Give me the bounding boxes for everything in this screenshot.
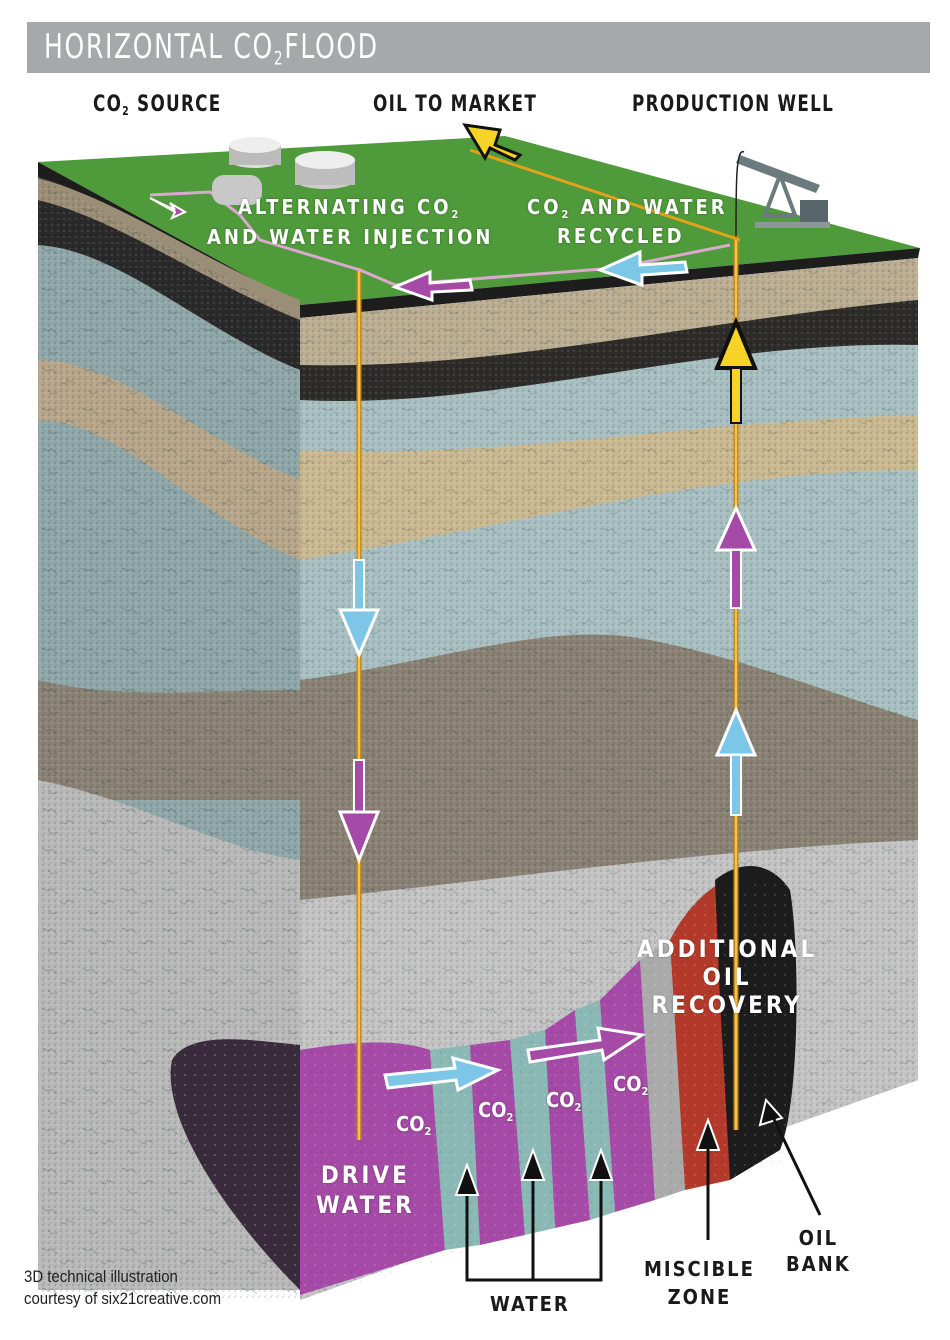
label-co2-band-4: CO2	[613, 1072, 649, 1098]
arrow-flow-blue-right	[383, 1055, 503, 1093]
arrow-production-purple-up	[714, 504, 758, 609]
left-face	[38, 176, 300, 1300]
oil-bank-line2: BANK	[786, 1252, 851, 1276]
label-recycled-line2: RECYCLED	[557, 224, 685, 248]
arrow-recycle-blue	[595, 249, 689, 288]
reservoir-bands	[300, 866, 797, 1300]
label-miscible-zone: MISCIBLE ZONE	[644, 1255, 755, 1311]
pumpjack-icon	[735, 151, 830, 238]
oil-bank-line1: OIL	[798, 1226, 839, 1250]
co2-storage-tanks	[212, 137, 355, 205]
credit-line1: 3D technical illustration	[24, 1267, 178, 1286]
arrow-oil-to-market	[462, 123, 523, 162]
arrow-recycle-purple	[390, 269, 474, 303]
aor-line2: OIL	[702, 963, 752, 991]
label-alternating-injection-line2: AND WATER INJECTION	[207, 225, 494, 249]
arrow-co2-source-inflow	[149, 197, 188, 221]
label-co2-band-1: CO2	[396, 1112, 432, 1138]
oil-bank-arrow-icon	[758, 1097, 784, 1127]
label-alternating-injection-line1: ALTERNATING CO2	[238, 195, 462, 221]
arrow-injection-purple-down	[337, 759, 381, 865]
aor-line1: ADDITIONAL	[637, 935, 818, 963]
label-co2-band-2: CO2	[478, 1098, 514, 1124]
arrow-production-yellow-up	[714, 316, 758, 424]
label-oil-bank: OIL BANK	[786, 1225, 851, 1277]
label-additional-oil-recovery: ADDITIONAL OIL RECOVERY	[637, 935, 817, 1019]
header-co2-source: CO2 SOURCE	[93, 92, 222, 119]
drive-water-line1: DRIVE	[320, 1161, 410, 1189]
arrow-injection-blue-down	[337, 559, 381, 659]
label-water: WATER	[490, 1292, 570, 1316]
label-co2-band-3: CO2	[546, 1088, 582, 1114]
arrow-flow-purple-right	[526, 1026, 647, 1064]
credit-line2: courtesy of six21creative.com	[24, 1289, 222, 1308]
label-recycled-line1: CO2 AND WATER	[527, 195, 728, 221]
aor-line3: RECOVERY	[651, 991, 803, 1019]
diagram-title: HORIZONTAL CO2FLOOD	[44, 27, 379, 70]
drive-water-line2: WATER	[316, 1191, 415, 1219]
miscible-line1: MISCIBLE	[644, 1257, 755, 1281]
label-drive-water: DRIVE WATER	[316, 1160, 415, 1220]
image-credit: 3D technical illustration courtesy of si…	[24, 1266, 221, 1310]
header-production-well: PRODUCTION WELL	[632, 92, 835, 117]
arrow-production-blue-up	[714, 706, 758, 816]
ground-surface	[38, 136, 920, 305]
title-bar	[27, 22, 930, 73]
miscible-line2: ZONE	[667, 1285, 732, 1309]
header-oil-to-market: OIL TO MARKET	[373, 92, 538, 117]
